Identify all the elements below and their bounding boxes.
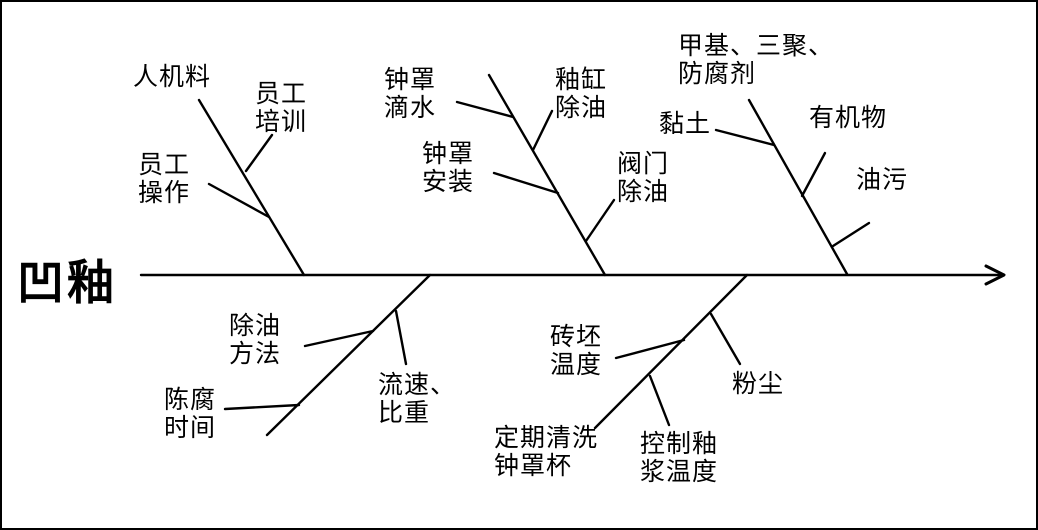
spine-arrowhead-icon [984, 264, 1006, 286]
branch-youjiwu [800, 151, 827, 198]
cause-label-famen-chuyou: 阀门 除油 [617, 151, 670, 206]
branch-yuangong-caozuo [207, 182, 271, 219]
cause-label-zhongzhao-dishui: 钟罩 滴水 [384, 67, 437, 122]
bone-bottom-2 [593, 273, 749, 430]
cause-label-zhuanpi-wendu: 砖坯 温度 [550, 324, 603, 379]
bone-top-3 [747, 98, 849, 276]
branch-chuyou-fangfa [303, 329, 375, 348]
cause-label-niantu: 黏土 [659, 111, 712, 138]
branch-famen-chuyou [584, 198, 616, 243]
bone-top-1 [197, 98, 306, 277]
branch-liusu-bizhong [394, 309, 408, 366]
problem-label: 凹釉 [17, 258, 117, 310]
branch-fenchen [709, 312, 742, 366]
branch-zhongzhao-dishui [455, 100, 515, 119]
category-label-renjiliao: 人机料 [133, 64, 212, 91]
cause-label-yuangong-caozuo: 员工 操作 [138, 152, 191, 207]
branch-zhongzhao-anzhuang [492, 171, 560, 195]
cause-label-youwu: 油污 [856, 167, 909, 194]
cause-label-youjiwu: 有机物 [809, 105, 888, 132]
cause-label-zhongzhao-anzhuang: 钟罩 安装 [422, 141, 475, 196]
branch-yuangong-peixun [244, 133, 274, 173]
cause-label-chenfu-shijian: 陈腐 时间 [164, 387, 217, 442]
cause-label-yuangong-peixun: 员工 培训 [255, 81, 308, 136]
branch-niantu [714, 128, 776, 147]
branch-youwu [831, 221, 871, 248]
branch-chenfu-shijian [223, 403, 301, 411]
cause-label-dingqi-qingxi: 定期清洗 钟罩杯 [494, 425, 599, 480]
cause-label-kongzhi-youjiang: 控制釉 浆温度 [640, 431, 719, 486]
cause-label-yougang-chuyou: 釉缸 除油 [555, 67, 608, 122]
branch-yougang-chuyou [531, 109, 554, 152]
branch-kongzhi-youjiang [648, 374, 671, 427]
branch-zhuanpi-wendu [614, 338, 686, 360]
category-label-jiaji-sanju: 甲基、三聚、 防腐剂 [678, 33, 835, 88]
cause-label-fenchen: 粉尘 [732, 371, 785, 398]
cause-label-chuyou-fangfa: 除油 方法 [229, 313, 282, 368]
bone-bottom-1 [265, 273, 432, 437]
cause-label-liusu-bizhong: 流速、 比重 [378, 372, 457, 427]
